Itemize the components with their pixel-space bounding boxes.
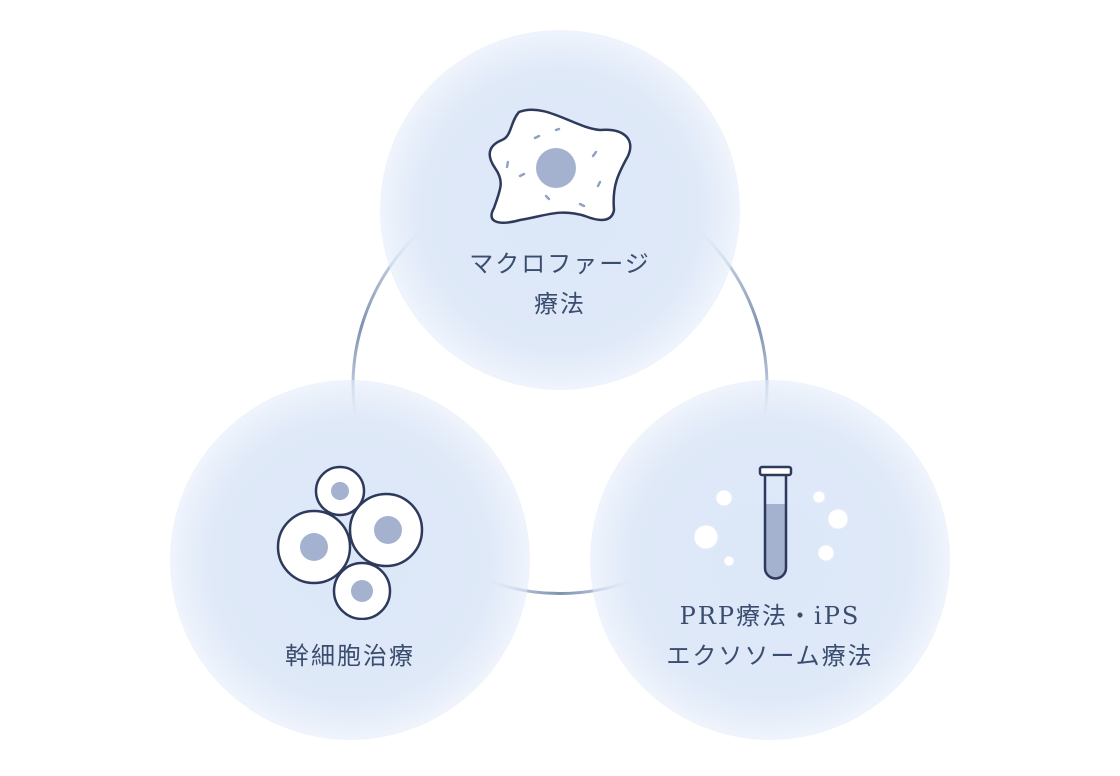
label-line-1: マクロファージ: [469, 250, 651, 278]
node-glow: [170, 380, 530, 740]
label-line-2: エクソソーム療法: [666, 642, 874, 670]
label-line-2: 療法: [534, 290, 586, 318]
node-label: マクロファージ 療法: [360, 244, 760, 324]
test-tube-icon: [693, 465, 849, 580]
stem-cells-icon: [276, 465, 424, 620]
label-line-1: 幹細胞治療: [285, 642, 415, 670]
node-label: 幹細胞治療: [150, 636, 550, 676]
node-label: PRP療法・iPS エクソソーム療法: [570, 596, 970, 676]
label-line-1: PRP療法・iPS: [679, 602, 861, 630]
macrophage-cell-icon: [488, 108, 632, 224]
